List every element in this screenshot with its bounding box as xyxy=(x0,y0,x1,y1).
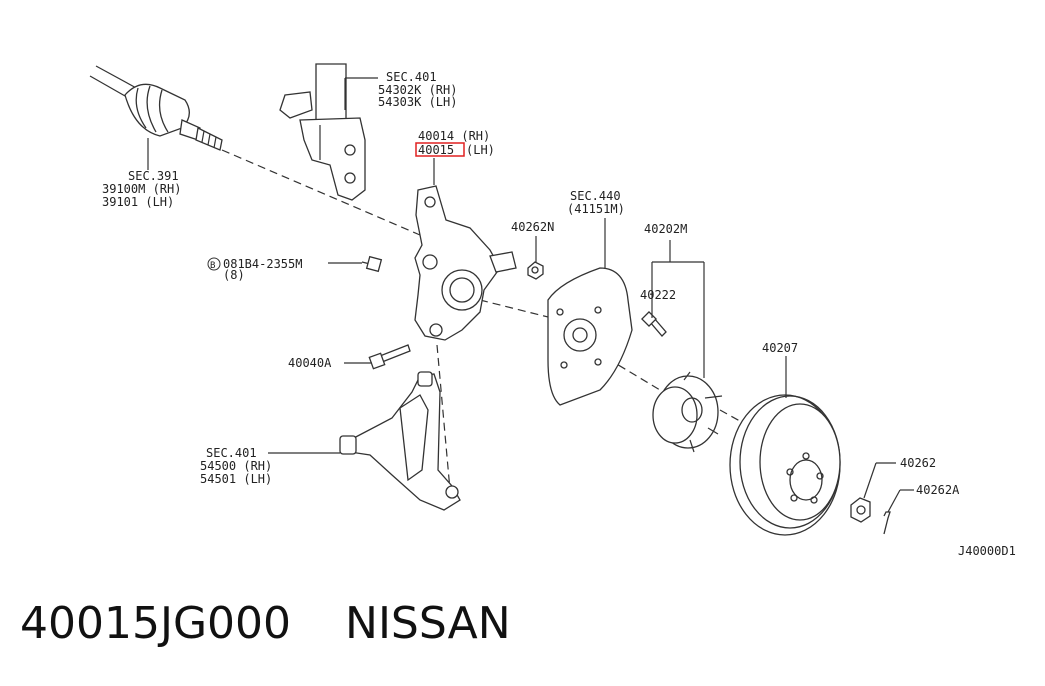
label-bolt-circle: B xyxy=(210,261,215,271)
label-081b4: 081B4-2355M xyxy=(223,257,302,271)
label-40262n: 40262N xyxy=(511,220,554,234)
label-54303k: 54303K (LH) xyxy=(378,95,457,109)
label-bolt-qty: (8) xyxy=(223,268,245,282)
label-39100m: 39100M (RH) xyxy=(102,182,181,196)
label-sec440: SEC.440 xyxy=(570,189,621,203)
label-40015-side: (LH) xyxy=(466,143,495,157)
caption-part-number: 40015JG000 xyxy=(20,598,292,649)
label-41151m: (41151M) xyxy=(567,202,625,216)
bolt-40040a-icon xyxy=(368,344,411,370)
hub-bearing-icon xyxy=(652,371,723,453)
highlight-box xyxy=(415,142,465,157)
label-39101: 39101 (LH) xyxy=(102,195,174,209)
label-40202m: 40202M xyxy=(644,222,687,236)
drive-shaft-icon xyxy=(89,65,223,151)
diagram-code: J40000D1 xyxy=(958,544,1016,558)
label-40262: 40262 xyxy=(900,456,936,470)
brake-disc-icon xyxy=(729,394,841,536)
label-40222: 40222 xyxy=(640,288,676,302)
label-sec401-bottom: SEC.401 xyxy=(206,446,257,460)
label-40262a: 40262A xyxy=(916,483,960,497)
label-40015[interactable]: 40015 xyxy=(418,143,454,157)
dust-shield-icon xyxy=(547,267,633,406)
assembly-axis-lines xyxy=(221,149,811,491)
caption-brand: NISSAN xyxy=(345,598,511,649)
label-sec391: SEC.391 xyxy=(128,169,179,183)
nut-40262n-icon xyxy=(527,261,544,280)
cotter-pin-icon xyxy=(883,511,891,535)
label-40207: 40207 xyxy=(762,341,798,355)
nut-40262-icon xyxy=(850,497,871,523)
lower-arm-icon xyxy=(339,371,461,511)
bolt-circle-icon xyxy=(207,257,221,271)
label-40014: 40014 (RH) xyxy=(418,129,490,143)
label-54501: 54501 (LH) xyxy=(200,472,272,486)
label-sec401-top: SEC.401 xyxy=(386,70,437,84)
bolt-081b4-icon xyxy=(361,255,383,273)
caption: 40015JG000 NISSAN xyxy=(20,598,511,649)
steering-knuckle-icon xyxy=(414,185,517,341)
label-40040a: 40040A xyxy=(288,356,332,370)
bolt-40222-icon xyxy=(641,311,667,337)
parts-diagram: SEC.401 54302K (RH) 54303K (LH) 40014 (R… xyxy=(89,63,1016,558)
strut-icon xyxy=(279,63,366,201)
leader-lines xyxy=(147,77,914,513)
label-54302k: 54302K (RH) xyxy=(378,83,457,97)
label-54500: 54500 (RH) xyxy=(200,459,272,473)
